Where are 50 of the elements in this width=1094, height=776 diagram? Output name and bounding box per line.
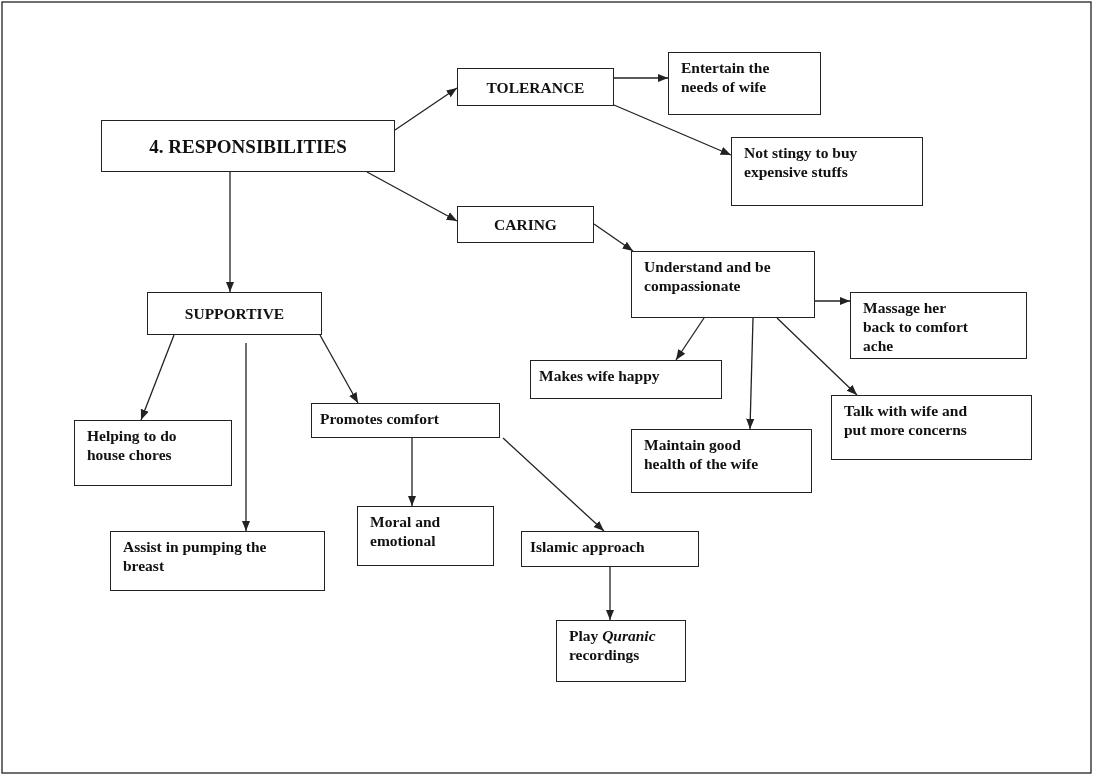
box-text: Promotes comfort bbox=[320, 409, 440, 428]
item-box bbox=[357, 506, 494, 566]
arrow bbox=[593, 223, 634, 252]
item-box bbox=[668, 52, 821, 115]
item-box bbox=[311, 403, 500, 438]
category-box bbox=[457, 68, 614, 106]
box-text: Helping to do house chores bbox=[87, 426, 178, 464]
arrow bbox=[746, 317, 755, 430]
arrow bbox=[394, 87, 458, 131]
box-text: Talk with wife and put more concerns bbox=[844, 401, 969, 439]
category-box bbox=[101, 120, 395, 172]
item-box bbox=[521, 531, 699, 567]
arrow bbox=[225, 171, 235, 293]
box-text: Assist in pumping the breast bbox=[123, 537, 268, 575]
arrow bbox=[675, 317, 705, 361]
box-text: Makes wife happy bbox=[539, 366, 661, 385]
item-box bbox=[850, 292, 1027, 359]
box-text: Massage her back to comfort ache bbox=[863, 298, 970, 355]
box-text: Islamic approach bbox=[530, 537, 646, 556]
item-box bbox=[556, 620, 686, 682]
item-box bbox=[530, 360, 722, 399]
box-text: Maintain good health of the wife bbox=[644, 435, 760, 473]
item-box bbox=[631, 251, 815, 318]
item-box bbox=[631, 429, 812, 493]
box-text: SUPPORTIVE bbox=[184, 304, 285, 323]
box-text: Moral and emotional bbox=[370, 512, 442, 550]
item-box bbox=[731, 137, 923, 206]
item-box bbox=[831, 395, 1032, 460]
arrow bbox=[613, 104, 732, 156]
arrow bbox=[605, 566, 615, 621]
item-box bbox=[74, 420, 232, 486]
item-box bbox=[110, 531, 325, 591]
arrow bbox=[814, 296, 851, 306]
box-text: Entertain the needs of wife bbox=[681, 58, 771, 96]
arrow bbox=[319, 334, 359, 404]
arrow bbox=[241, 342, 251, 532]
arrow bbox=[366, 171, 458, 222]
box-text: Play Quranic recordings bbox=[569, 626, 657, 664]
box-text: 4. RESPONSIBILITIES bbox=[149, 136, 347, 156]
box-text: TOLERANCE bbox=[486, 77, 585, 97]
arrow bbox=[140, 334, 175, 421]
arrow bbox=[613, 73, 669, 83]
arrow bbox=[776, 317, 858, 396]
box-text: Not stingy to buy expensive stuffs bbox=[744, 143, 859, 181]
box-text: CARING bbox=[494, 215, 557, 234]
category-box bbox=[147, 292, 322, 335]
box-text: Understand and be compassionate bbox=[644, 257, 772, 295]
arrow bbox=[502, 437, 605, 532]
arrow bbox=[407, 437, 417, 507]
category-box bbox=[457, 206, 594, 243]
